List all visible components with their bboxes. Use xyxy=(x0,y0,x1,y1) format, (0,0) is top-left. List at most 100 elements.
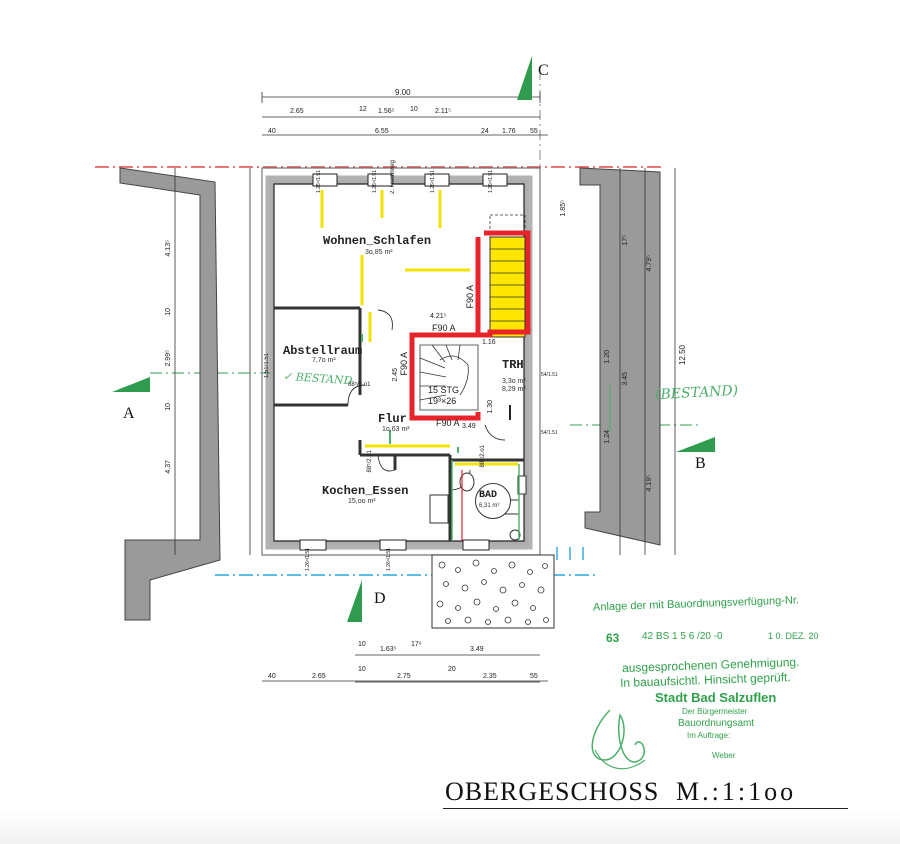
room-wohnen-name: Wohnen_Schlafen xyxy=(323,234,432,248)
dim-left-1: 4.13⁵ xyxy=(165,240,172,257)
stamp-ref: 42 BS 1 5 6 /20 -0 xyxy=(642,631,723,642)
plan-title: OBERGESCHOSS xyxy=(445,777,660,806)
dim-bottom-3-2: 2.65 xyxy=(312,673,326,680)
room-bad-area: 6,31 m² xyxy=(479,503,500,509)
dim-right-5: 3.45 xyxy=(622,372,629,386)
dim-inner-11: 1.26⁸/1.51 xyxy=(372,170,378,193)
room-trh-name: TRH xyxy=(502,358,524,372)
dim-top-3-1: 40 xyxy=(268,128,276,135)
dim-inner-3: 1.16 xyxy=(482,339,496,346)
stair-steps-label: 15 STG xyxy=(428,385,460,395)
dim-right-6: 1.24 xyxy=(604,430,611,444)
bad-circle xyxy=(475,483,511,519)
stamp-name: Weber xyxy=(712,751,736,760)
room-kochen-name: Kochen_Essen xyxy=(322,484,409,498)
windows-top xyxy=(312,173,508,187)
dim-right-3: 4.79⁵ xyxy=(646,255,653,272)
stair-steps xyxy=(490,248,525,322)
stamp-office: Bauordnungsamt xyxy=(678,718,755,729)
dim-left-4: 10 xyxy=(165,403,172,411)
dim-inner-17: 54/1.51 xyxy=(541,372,558,378)
dim-inner-14: 1.26⁸/1.51 xyxy=(305,548,311,571)
dim-left-2: 10 xyxy=(165,308,172,316)
room-abstell-area: 7,7o m² xyxy=(312,357,336,364)
fire-label-4: F90 A xyxy=(436,418,460,428)
dim-bottom-1-4: 3.49 xyxy=(470,646,484,653)
section-label-d: D xyxy=(374,590,386,607)
green-marks xyxy=(361,334,459,453)
interior-walls xyxy=(274,306,524,541)
dim-inner-9: 1.51/1.51 xyxy=(264,353,270,379)
room-trh-area: 3,3o m² xyxy=(502,378,526,385)
dim-top-2-5: 2.11⁵ xyxy=(435,108,452,115)
dim-inner-1: 4.21⁵ xyxy=(430,313,447,320)
room-flur-name: Flur xyxy=(378,412,407,426)
dim-inner-12: 1.26⁸/1.51 xyxy=(430,170,436,193)
dim-right-7: 4.19⁵ xyxy=(646,475,653,492)
yellow-markings xyxy=(320,190,518,466)
dim-bottom-1-3: 17⁶ xyxy=(411,641,422,648)
dim-top-3-5: 55 xyxy=(530,128,538,135)
room-wohnen-area: 3o,85 m² xyxy=(365,249,393,256)
plan-scale: M.:1:1oo xyxy=(676,777,797,806)
stamp-number: 63 xyxy=(606,631,620,645)
dim-bottom-1-1: 10 xyxy=(358,641,366,648)
dim-inner-15: 1.26⁸/1.51 xyxy=(386,548,392,571)
dim-left-5: 4.37 xyxy=(165,460,172,474)
section-label-a: A xyxy=(123,405,135,422)
section-label-b: B xyxy=(695,455,706,472)
dim-right-2: 17⁵ xyxy=(622,235,629,246)
dim-top-3-2: 6.55 xyxy=(375,128,389,135)
dim-bottom-3-4: 2.35 xyxy=(483,673,497,680)
dim-inner-10: 1.26⁸/1.51 xyxy=(316,170,322,193)
dim-left-3: 2.99⁵ xyxy=(165,350,172,367)
fire-wall-lower xyxy=(409,335,478,421)
room-bad-name: BAD xyxy=(479,490,498,501)
fire-label-2: F90 A xyxy=(465,285,475,309)
title-underline xyxy=(443,808,848,809)
dim-inner-13: 1.26⁸/1.51 xyxy=(488,170,494,193)
dim-inner-18: 54/1.51 xyxy=(541,430,558,436)
dim-top-total: 9.00 xyxy=(395,88,411,97)
dim-top-2-3: 1.56⁵ xyxy=(378,108,395,115)
gravel-area xyxy=(431,554,555,629)
stamp-mayor: Der Bürgermeister xyxy=(682,707,748,716)
stamp-city: Stadt Bad Salzuflen xyxy=(655,690,777,705)
dim-right-4: 1.20 xyxy=(604,350,611,364)
dim-right-total: 12.50 xyxy=(678,345,687,366)
windows-bottom xyxy=(299,539,490,551)
neighbour-wall-left xyxy=(119,167,221,621)
signature xyxy=(591,709,646,770)
gravel-pattern xyxy=(436,559,549,625)
dim-inner-5: 2.45 xyxy=(392,368,399,382)
dim-inner-6: 88⁵/2.o1 xyxy=(348,382,371,388)
scan-margin xyxy=(0,810,900,844)
cyan-marks xyxy=(556,547,584,560)
dim-top-2-1: 2.65 xyxy=(290,108,304,115)
stamp-date: 1 0. DEZ. 20 xyxy=(768,631,819,641)
dim-bottom-3-1: 40 xyxy=(268,673,276,680)
fire-label-3: F90 A xyxy=(399,352,409,376)
dimension-lines xyxy=(174,92,676,683)
stair-upper xyxy=(489,214,526,238)
dim-inner-4: 1.30 xyxy=(487,400,494,414)
stamp-order: Im Auftrage: xyxy=(687,731,731,740)
dim-inner-7: 88⁵/2.o1 xyxy=(367,450,373,473)
dim-bottom-2-1: 10 xyxy=(358,666,366,673)
dim-bottom-3-5: 55 xyxy=(530,673,538,680)
dim-bottom-3-3: 2.75 xyxy=(397,673,411,680)
room-flur-area: 1o,63 m² xyxy=(382,426,410,433)
spiral-stair xyxy=(419,344,479,411)
room-kochen-area: 15,oo m² xyxy=(348,498,376,505)
stair-size-label: 19³×26 xyxy=(428,396,457,406)
escape-route-label: 2. Fluchtweg xyxy=(390,160,396,195)
dim-right-1: 1.85⁵ xyxy=(560,200,567,217)
stair-yellow xyxy=(489,236,526,338)
room-abstell-name: Abstellraum xyxy=(283,344,363,358)
dim-top-2-4: 10 xyxy=(410,106,418,113)
dim-top-3-3: 24 xyxy=(481,128,489,135)
dim-bottom-1-2: 1.63⁵ xyxy=(380,646,397,653)
dim-bottom-2-2: 20 xyxy=(448,666,456,673)
dim-top-3-4: 1.76 xyxy=(502,128,516,135)
